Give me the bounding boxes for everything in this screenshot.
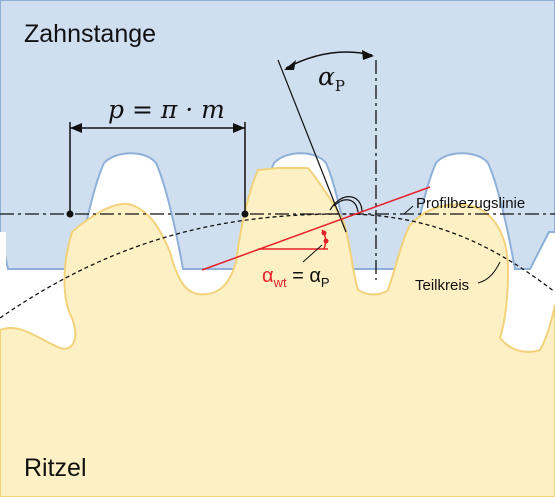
pitch-circle-leader — [477, 261, 501, 284]
rack-left-gap — [0, 232, 6, 272]
right-angle-mark-2 — [329, 196, 363, 213]
pitch-arrow-left — [70, 123, 82, 133]
pitch-circle-label: Teilkreis — [415, 277, 469, 294]
angle-arrow-left — [284, 60, 296, 70]
alpha-p-label: αP — [318, 62, 345, 95]
angle-arrow-right — [362, 50, 374, 60]
pitch-formula-label: p = π · m — [108, 95, 225, 124]
pitch-arrow-right — [233, 123, 245, 133]
red-tangent-line — [201, 186, 431, 271]
pitch-point-left — [66, 210, 74, 218]
pinion-shape — [0, 167, 555, 497]
red-angle-dot-2 — [323, 238, 329, 244]
pitch-point-right — [241, 210, 249, 218]
alpha-wt-label: αwt = αP — [262, 265, 330, 290]
red-angle-dot-1 — [321, 230, 327, 236]
profile-line-label: Profilbezugslinie — [416, 195, 525, 212]
right-angle-mark — [333, 199, 359, 213]
red-leader-line — [302, 244, 323, 263]
rack-shape — [0, 0, 555, 270]
pinion-label: Ritzel — [24, 454, 87, 482]
profile-line-leader — [403, 205, 414, 215]
rack-label: Zahnstange — [24, 20, 156, 48]
